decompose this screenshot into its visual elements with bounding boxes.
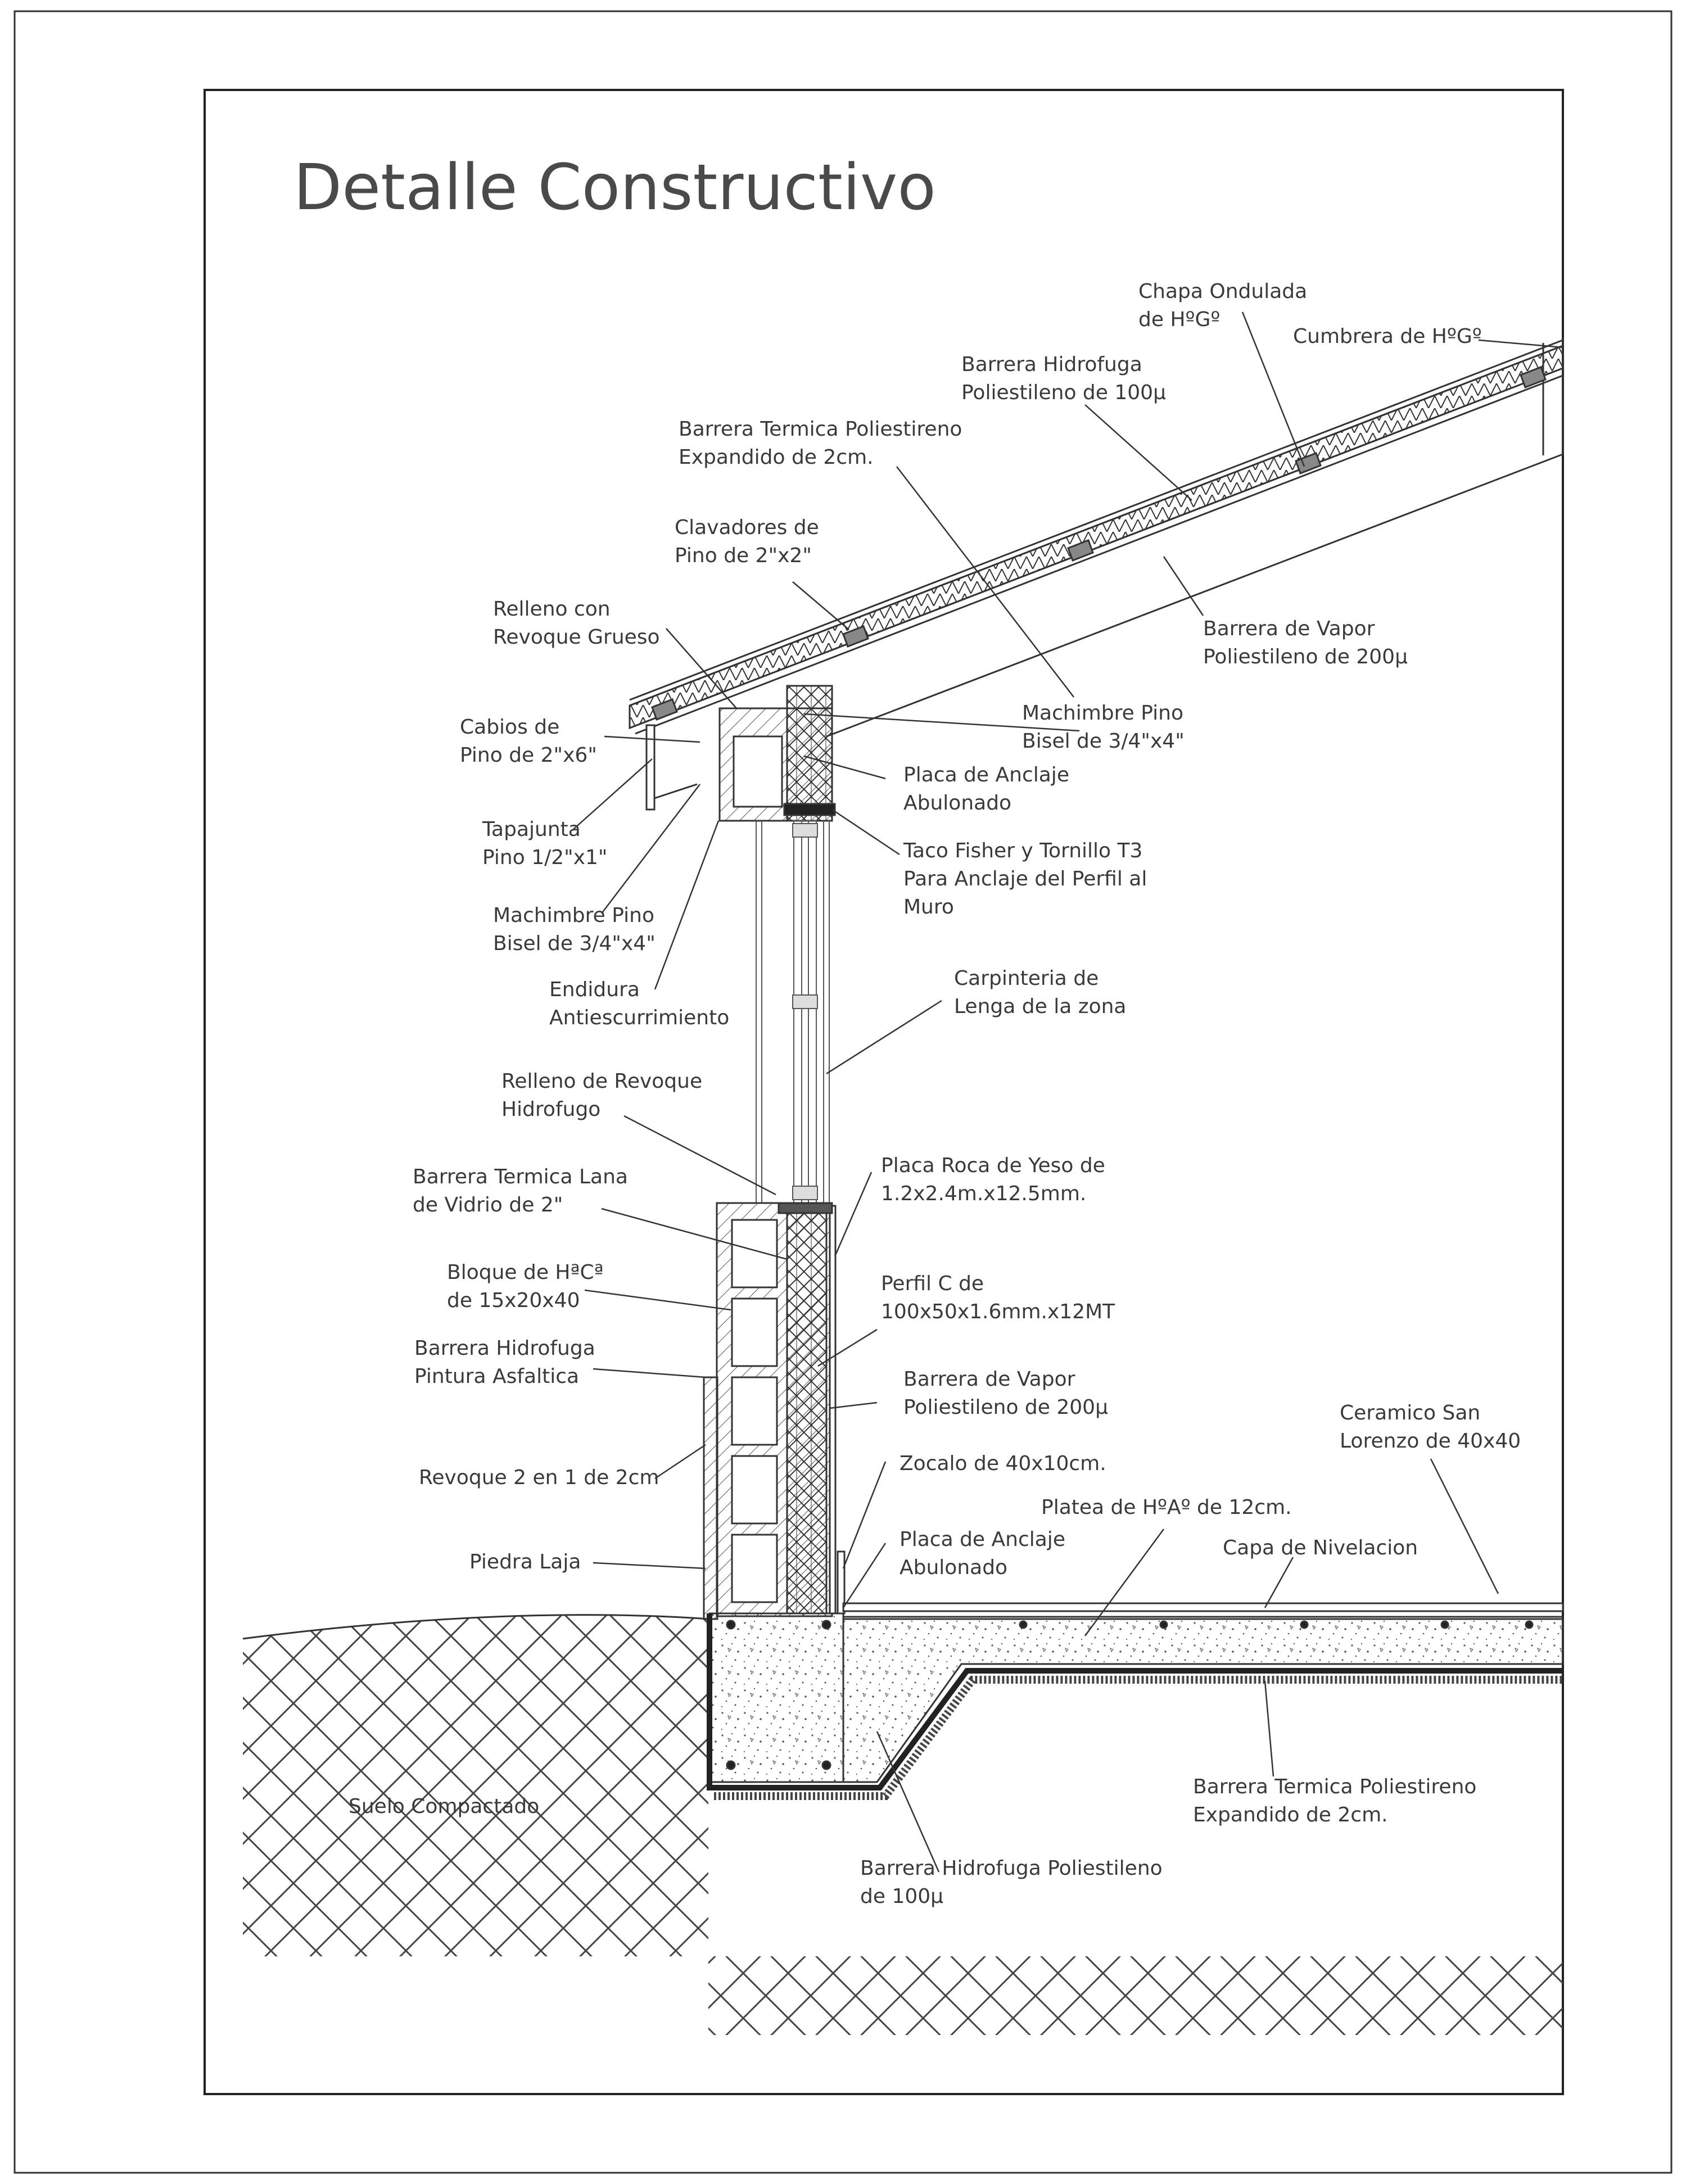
thermal-barrier-floor xyxy=(714,1676,1563,1800)
label-platea: Platea de HºAº de 12cm. xyxy=(1041,1496,1292,1519)
waterproof-barrier xyxy=(707,1613,1563,1790)
stone-cladding xyxy=(703,1376,718,1620)
rafter-line xyxy=(826,453,1563,738)
floor-slab xyxy=(842,1618,1564,1783)
tile-floor xyxy=(842,1602,1564,1612)
outer-border xyxy=(13,10,1673,2174)
wall-head-insulation xyxy=(786,685,833,822)
foundation-beam xyxy=(708,1612,844,1783)
leader-lines xyxy=(573,311,1563,1873)
roof xyxy=(629,337,1564,822)
wall xyxy=(703,1202,846,1620)
window-frame xyxy=(756,820,830,1204)
label-revoque: Revoque 2 en 1 de 2cm xyxy=(419,1466,659,1489)
label-suelo: Suelo Compactado xyxy=(349,1795,539,1818)
drawing-frame xyxy=(204,89,1564,2095)
ground-line xyxy=(242,1614,710,1640)
glass-wool-insulation xyxy=(786,1205,828,1615)
label-capa-nivelacion: Capa de Nivelacion xyxy=(1223,1536,1418,1559)
drawing-title: Detalle Constructivo xyxy=(293,151,936,224)
label-zocalo: Zocalo de 40x10cm. xyxy=(899,1452,1106,1475)
label-piedra-laja: Piedra Laja xyxy=(469,1550,581,1573)
slab xyxy=(707,1602,1564,1800)
label-cumbrera: Cumbrera de HºGº xyxy=(1293,325,1482,348)
roof-sheet-top xyxy=(629,339,1563,701)
